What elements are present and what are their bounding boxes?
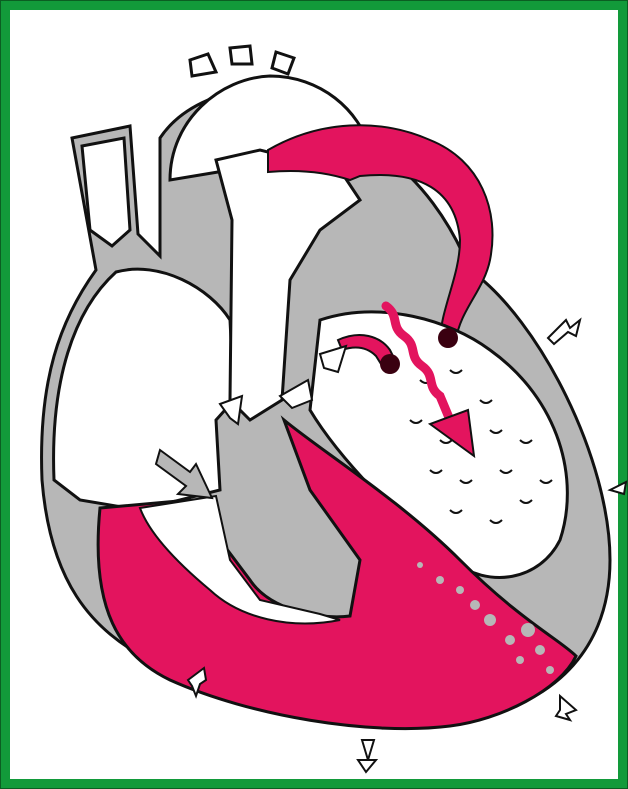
superior-vena-cava xyxy=(82,138,130,246)
heart-illustration xyxy=(20,20,628,789)
outward-arrow-right xyxy=(610,482,626,494)
outward-arrow-bottom xyxy=(358,740,376,772)
aortic-arch-branches xyxy=(190,46,294,76)
mitral-orifice xyxy=(380,354,400,374)
outward-arrow-bottom-right xyxy=(556,696,576,720)
outward-arrow-right-upper xyxy=(548,320,580,344)
pulmonary-orifice xyxy=(438,328,458,348)
